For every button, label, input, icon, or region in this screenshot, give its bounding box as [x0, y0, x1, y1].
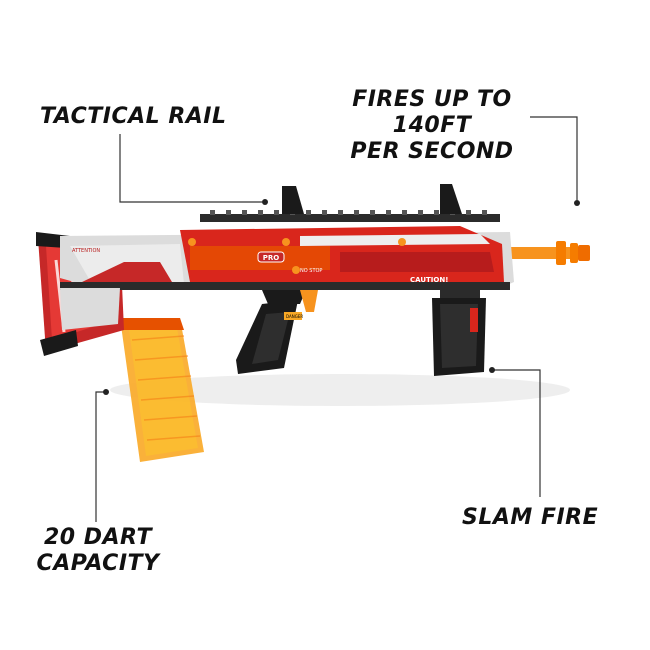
danger-decal: DANGER [286, 314, 303, 319]
slam-leader-dot [489, 367, 495, 373]
capacity-leader-line [95, 391, 108, 522]
pro-decal: PRO [263, 254, 280, 262]
dart-capacity-label: 20 DART CAPACITY [36, 525, 160, 576]
tactical-rail [200, 184, 500, 222]
pistol-grip: DANGER [236, 290, 318, 374]
magazine [120, 318, 204, 462]
rail-leader-line [119, 134, 262, 203]
rear-sight [282, 186, 304, 214]
capacity-leader-dot [103, 389, 109, 395]
trigger [300, 290, 318, 312]
fires-leader-line [530, 116, 578, 200]
slam-fire-label: SLAM FIRE [462, 505, 599, 530]
leader-dots [103, 199, 580, 395]
attention-decal: ATTENTION [72, 248, 100, 254]
fires-leader-dot [574, 200, 580, 206]
tactical-rail-label: TACTICAL RAIL [40, 104, 227, 129]
rail-leader-dot [262, 199, 268, 205]
slam-leader-line [492, 369, 541, 497]
no-stop-decal: NO STOP [300, 268, 322, 274]
caution-decal: CAUTION! [410, 276, 448, 284]
front-sight [440, 184, 462, 214]
fore-grip [432, 290, 486, 376]
ground-shadow [110, 374, 570, 406]
fires-speed-label: FIRES UP TO 140FT PER SECOND [350, 87, 514, 164]
barrel [505, 241, 590, 265]
receiver: PRO CAUTION! ATTENTION NO STOP 2 [60, 226, 514, 330]
